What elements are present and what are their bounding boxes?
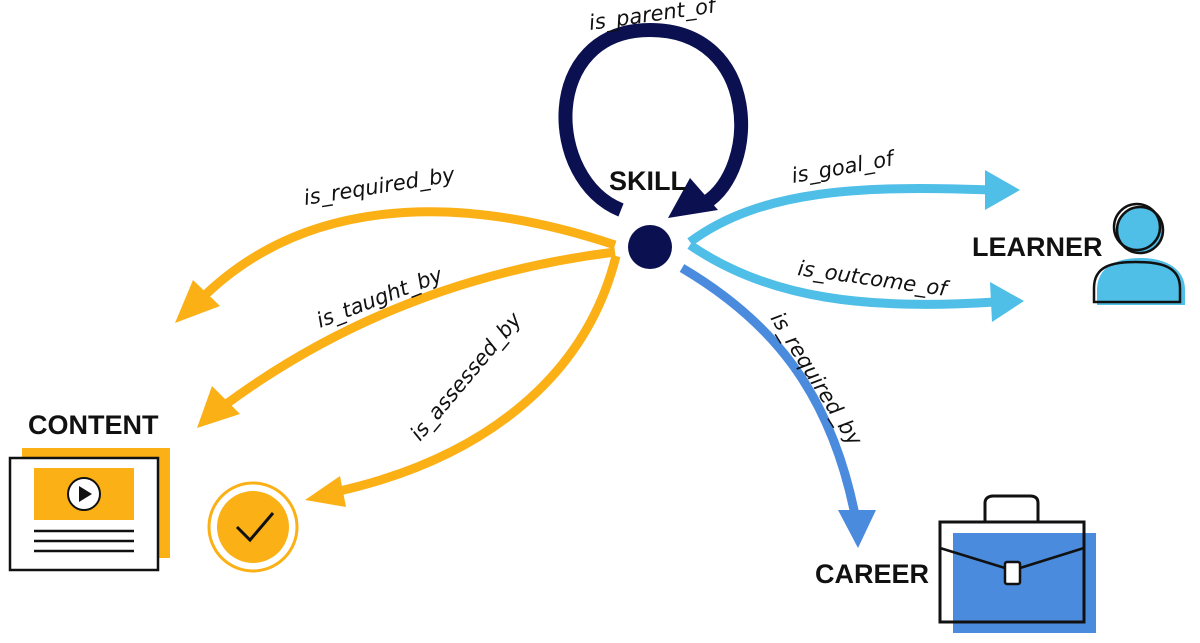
content-node: CONTENT — [8, 410, 170, 572]
arrowhead — [305, 476, 346, 507]
edge-is-assessed-by: is_assessed_by — [305, 254, 621, 507]
person-icon — [1092, 202, 1185, 305]
edge-label-is-required-by-career: is_required_by — [765, 308, 867, 451]
skill-node: SKILL — [609, 166, 687, 269]
skill-label: SKILL — [609, 166, 687, 196]
edge-is-required-by-career: is_required_by — [679, 264, 876, 548]
arrowhead — [197, 386, 240, 428]
edge-is-taught-by: is_taught_by — [197, 247, 616, 428]
career-node: CAREER — [815, 494, 1096, 633]
learner-label: LEARNER — [972, 232, 1103, 262]
assessment-node — [207, 481, 299, 573]
skill-node-dot — [628, 225, 672, 269]
arrowhead — [838, 510, 876, 548]
arrowhead — [990, 282, 1024, 322]
video-document-icon — [8, 448, 170, 572]
edge-label-is-goal-of: is_goal_of — [790, 146, 899, 189]
arrowhead — [668, 178, 718, 218]
learner-node: LEARNER — [972, 202, 1185, 305]
briefcase-icon — [938, 494, 1096, 633]
arrowhead — [175, 280, 220, 323]
checkmark-badge-icon — [207, 481, 299, 573]
edge-label-is-required-by-content: is_required_by — [302, 162, 457, 211]
play-icon — [79, 486, 92, 502]
career-label: CAREER — [815, 559, 929, 589]
arrowhead — [985, 170, 1020, 210]
edge-label-is-assessed-by: is_assessed_by — [405, 307, 527, 446]
content-label: CONTENT — [28, 410, 159, 440]
